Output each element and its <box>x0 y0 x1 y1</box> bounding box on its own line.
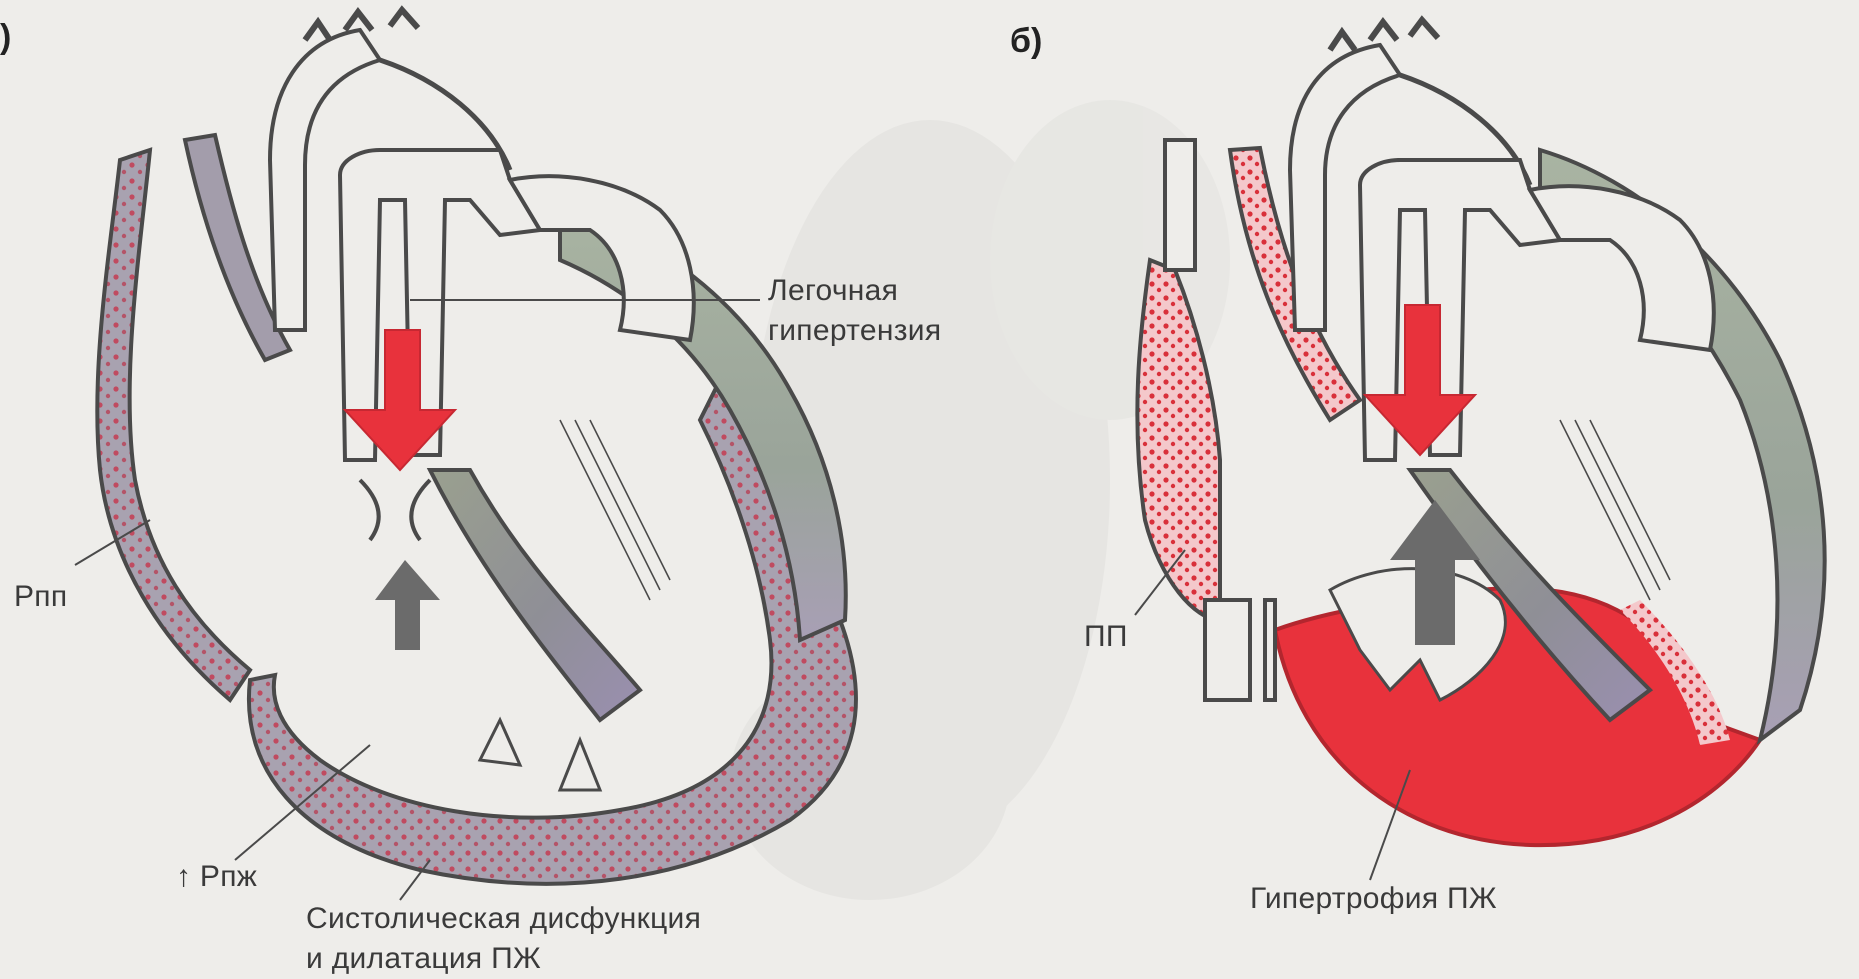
panel-a-grey-up-arrow <box>375 560 440 650</box>
label-systolic-line1: Систолическая дисфункция <box>306 900 701 938</box>
panel-b-letter: б) <box>1010 22 1042 61</box>
label-p-ra: Рпп <box>14 578 67 616</box>
panel-a-letter: ) <box>0 18 11 57</box>
label-p-rv: ↑ Рпж <box>176 858 257 896</box>
panel-b-heart <box>1135 20 1825 880</box>
panel-a-septum <box>430 470 640 720</box>
label-pulmonary-hypertension-line1: Легочная <box>768 272 898 310</box>
panel-a-heart <box>75 10 856 900</box>
label-systolic-line2: и дилатация ПЖ <box>306 940 541 978</box>
panel-b-ivc <box>1205 600 1275 700</box>
label-rv-hypertrophy: Гипертрофия ПЖ <box>1250 880 1497 918</box>
label-ra: ПП <box>1084 618 1128 656</box>
panel-b-left-atrium <box>1530 186 1714 350</box>
panel-a-papillary <box>480 720 600 790</box>
label-pulmonary-hypertension-line2: гипертензия <box>768 312 941 350</box>
